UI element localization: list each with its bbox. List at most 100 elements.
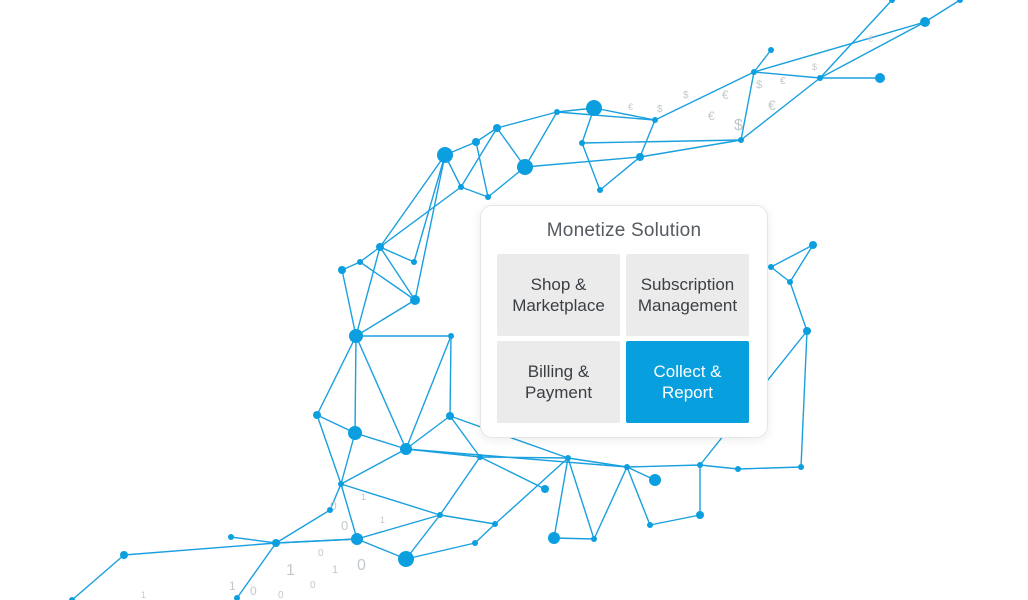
network-node: [437, 147, 453, 163]
network-node: [696, 511, 704, 519]
network-edge: [355, 299, 416, 337]
network-edge: [475, 127, 498, 143]
network-edge: [819, 21, 926, 79]
network-edge: [230, 536, 277, 544]
network-node: [738, 137, 744, 143]
network-edge: [439, 514, 496, 525]
collect-report-tile[interactable]: Collect & Report: [626, 341, 749, 423]
network-edge: [460, 186, 489, 198]
network-edge: [800, 330, 808, 468]
network-edge: [737, 466, 802, 470]
network-edge: [593, 466, 628, 540]
binary-digit: 0: [357, 557, 366, 574]
network-edge: [553, 537, 595, 540]
network-node: [313, 411, 321, 419]
network-edge: [405, 335, 452, 450]
network-edge: [405, 415, 451, 450]
network-node: [357, 259, 363, 265]
network-node: [472, 540, 478, 546]
subscription-management-tile[interactable]: Subscription Management: [626, 254, 749, 336]
binary-digit: 0: [250, 584, 257, 598]
network-edge: [479, 456, 546, 490]
binary-digit: 1: [332, 564, 338, 576]
network-node: [348, 426, 362, 440]
binary-digit: 0: [278, 590, 284, 600]
network-edges: [71, 0, 961, 600]
currency-glyph: $: [734, 117, 743, 134]
network-node: [472, 138, 480, 146]
currency-glyph: $: [683, 90, 689, 101]
network-edge: [379, 186, 462, 248]
network-node: [579, 140, 585, 146]
network-edge: [524, 156, 641, 168]
network-edge: [275, 509, 331, 544]
network-node: [591, 536, 597, 542]
binary-digit: 0: [318, 548, 324, 559]
network-edge: [475, 141, 489, 198]
network-edge: [316, 414, 342, 485]
currency-glyph: $: [657, 104, 663, 115]
network-node: [351, 533, 363, 545]
network-edge: [753, 21, 926, 73]
network-edge: [654, 71, 755, 121]
network-node: [458, 184, 464, 190]
network-node: [69, 597, 75, 600]
network-edge: [479, 456, 569, 459]
network-edge: [354, 432, 407, 450]
network-edge: [639, 139, 742, 158]
network-edge: [494, 457, 569, 525]
network-edge: [567, 457, 595, 540]
binary-digit: 1: [380, 515, 385, 525]
network-edge: [275, 538, 358, 544]
currency-glyph: €: [722, 88, 729, 102]
network-node: [272, 539, 280, 547]
network-node: [448, 333, 454, 339]
network-node: [548, 532, 560, 544]
network-edge: [379, 246, 415, 263]
network-edge: [316, 335, 357, 416]
network-nodes: [69, 0, 963, 600]
network-edge: [340, 483, 358, 540]
network-node: [517, 159, 533, 175]
network-node: [327, 507, 333, 513]
network-edge: [460, 127, 498, 188]
network-edge: [649, 514, 701, 526]
network-edge: [356, 514, 441, 540]
currency-glyph: $: [756, 79, 762, 91]
network-node: [477, 454, 483, 460]
network-node: [875, 73, 885, 83]
network-edge: [413, 154, 446, 263]
currency-glyph: €: [628, 102, 633, 112]
network-edge: [449, 335, 452, 417]
panel-title: Monetize Solution: [546, 220, 702, 241]
network-edge: [329, 483, 342, 511]
binary-digit: 0: [341, 518, 348, 533]
network-edge: [340, 448, 407, 485]
network-node: [410, 295, 420, 305]
network-node: [120, 551, 128, 559]
network-node: [376, 243, 384, 251]
network-edge: [770, 244, 814, 268]
network-node: [338, 481, 344, 487]
currency-glyph: €: [768, 97, 776, 113]
network-node: [338, 266, 346, 274]
billing-payment-tile[interactable]: Billing & Payment: [497, 341, 620, 423]
network-node: [624, 464, 630, 470]
binary-digit: 1: [361, 492, 366, 502]
network-node: [446, 412, 454, 420]
network-edge: [593, 107, 656, 121]
network-edge: [581, 139, 742, 144]
network-node: [485, 194, 491, 200]
network-edge: [626, 464, 701, 468]
network-edge: [359, 246, 381, 263]
network-node: [768, 264, 774, 270]
network-edge: [354, 335, 357, 434]
network-edge: [496, 127, 526, 168]
network-edge: [819, 0, 893, 79]
network-node: [565, 455, 571, 461]
shop-marketplace-tile[interactable]: Shop & Marketplace: [497, 254, 620, 336]
network-edge: [316, 414, 356, 434]
network-edge: [379, 154, 446, 248]
